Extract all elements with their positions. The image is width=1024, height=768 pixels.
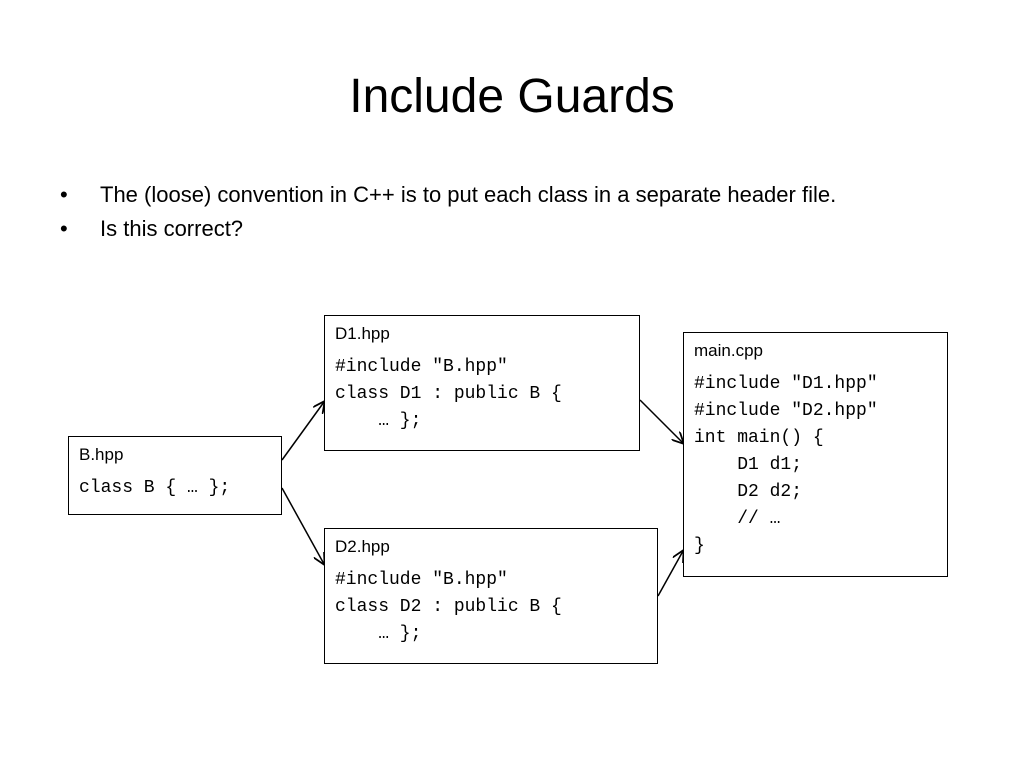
- file-name: D1.hpp: [335, 324, 390, 343]
- bullet-item: • Is this correct?: [60, 212, 836, 246]
- code-block: #include "B.hpp" class D1 : public B { ……: [335, 357, 562, 431]
- arrow-d2-to-main: [657, 551, 683, 597]
- arrow-b-to-d2: [281, 487, 324, 564]
- file-box-b-hpp: B.hpp class B { … };: [68, 436, 282, 515]
- arrow-d1-to-main: [639, 399, 683, 443]
- file-name: main.cpp: [694, 341, 763, 360]
- slide-title: Include Guards: [349, 70, 675, 123]
- file-name: D2.hpp: [335, 537, 390, 556]
- file-box-main-cpp: main.cpp #include "D1.hpp" #include "D2.…: [683, 332, 948, 577]
- arrow-b-to-d1: [281, 402, 324, 461]
- bullet-dot: •: [60, 216, 68, 241]
- code-block: class B { … };: [79, 478, 231, 498]
- code-block: #include "D1.hpp" #include "D2.hpp" int …: [694, 374, 878, 556]
- bullet-item: • The (loose) convention in C++ is to pu…: [60, 178, 836, 212]
- bullet-list: • The (loose) convention in C++ is to pu…: [60, 178, 836, 246]
- file-box-d2-hpp: D2.hpp #include "B.hpp" class D2 : publi…: [324, 528, 658, 664]
- code-block: #include "B.hpp" class D2 : public B { ……: [335, 570, 562, 644]
- bullet-dot: •: [60, 182, 68, 207]
- bullet-text: The (loose) convention in C++ is to put …: [100, 182, 837, 207]
- file-name: B.hpp: [79, 445, 124, 464]
- bullet-text: Is this correct?: [100, 216, 244, 241]
- file-box-d1-hpp: D1.hpp #include "B.hpp" class D1 : publi…: [324, 315, 640, 451]
